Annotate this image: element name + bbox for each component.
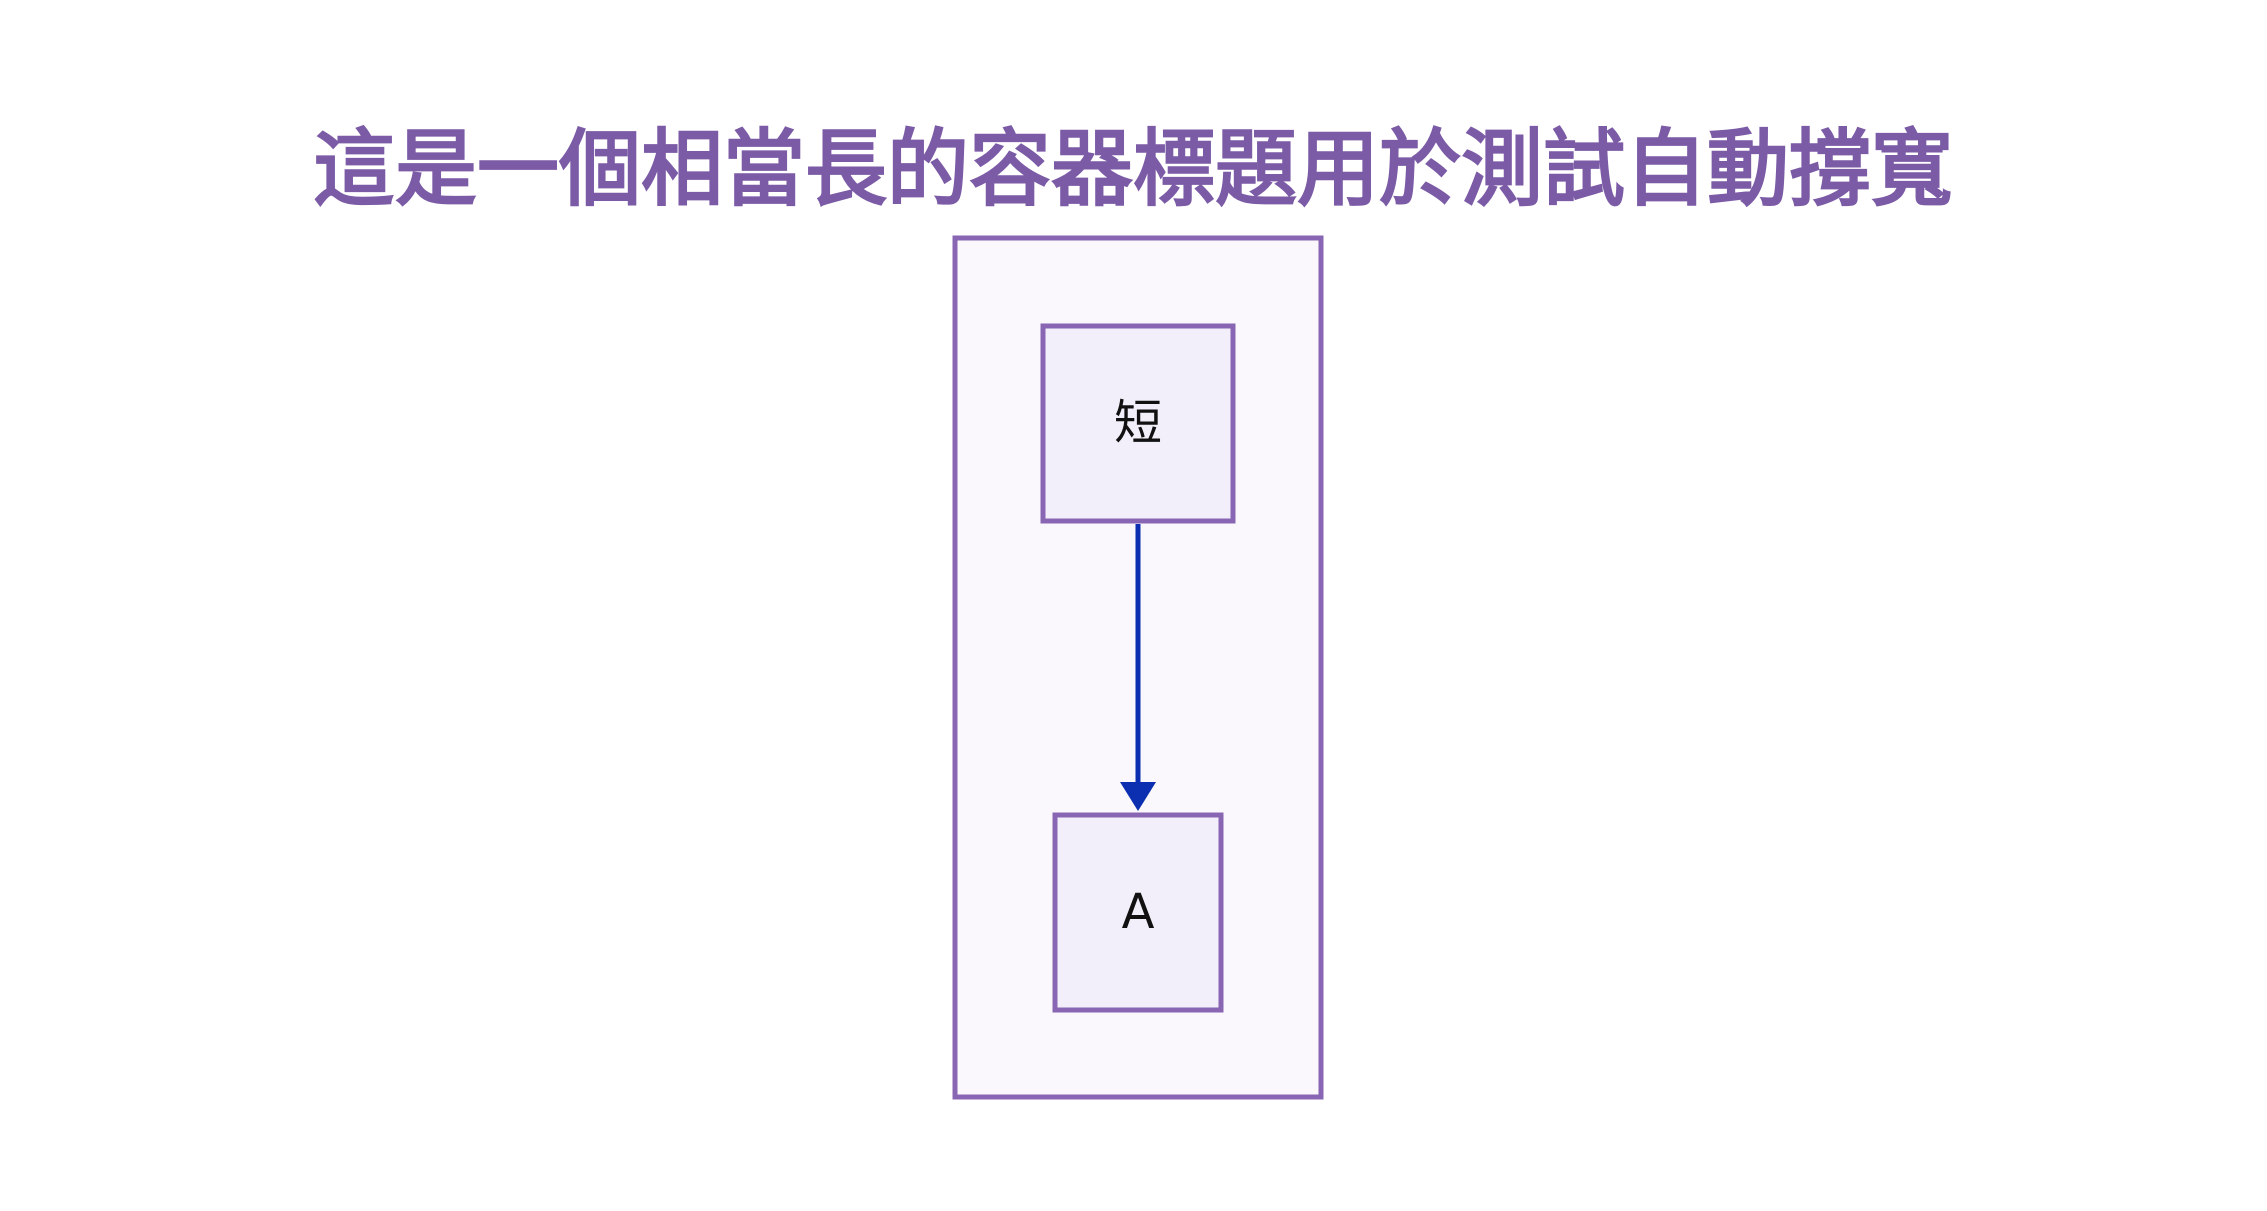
node-short-box[interactable] bbox=[1040, 323, 1236, 524]
node-a-box[interactable] bbox=[1052, 812, 1224, 1013]
container-title: 這是一個相當長的容器標題用於測試自動撐寬 bbox=[313, 120, 1953, 218]
node-short[interactable]: 短 bbox=[1040, 323, 1236, 524]
edge-short-to-a[interactable] bbox=[1120, 524, 1156, 811]
node-a[interactable]: A bbox=[1052, 812, 1224, 1013]
arrowhead-icon bbox=[1120, 782, 1156, 811]
node-short-label: 短 bbox=[1114, 395, 1162, 451]
node-a-label: A bbox=[1122, 884, 1155, 940]
